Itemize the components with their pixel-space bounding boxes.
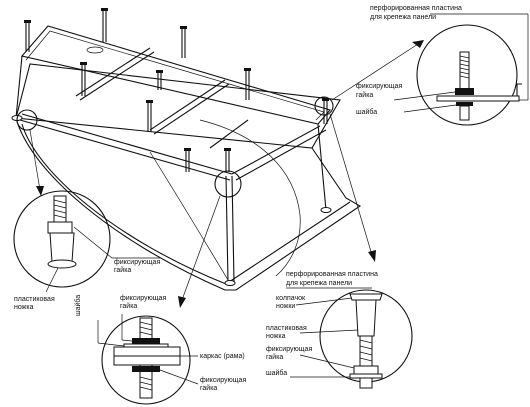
frame-rama [11, 25, 332, 286]
detail-top-right [393, 13, 529, 126]
label-topright-plate-2: для крепежа панели [370, 14, 436, 21]
label-right-nut-2: гайка [266, 353, 283, 361]
label-right-leg-1: пластиковая [266, 325, 307, 332]
threaded-studs [24, 8, 329, 172]
label-right-nut-1: фиксирующая [266, 346, 312, 353]
detail-right-cap-leg [286, 287, 413, 389]
detail-callout-markers [16, 40, 424, 308]
label-left-leg-2: ножка [14, 304, 34, 311]
label-right-plate-1: перфорированная пластина [286, 271, 378, 278]
label-right-washer: шайба [266, 369, 287, 377]
label-right-cap-1: колпачок [276, 295, 306, 302]
label-right-cap-2: ножки [276, 303, 295, 310]
label-mid-washer: шайба [74, 295, 82, 316]
label-mid-nut-2: гайка [120, 302, 137, 310]
label-left-leg-1: пластиковая [14, 296, 55, 303]
label-left-nut-2: гайка [114, 266, 131, 274]
detail-middle-frame [97, 314, 199, 405]
label-mid-nut-1: фиксирующая [120, 295, 166, 302]
annotation-labels: перфорированная пластина для крепежа пан… [14, 5, 462, 392]
label-topright-nut-1: фиксирующая [356, 83, 402, 90]
label-mid-nut-bottom-1: фиксирующая [200, 377, 246, 384]
bathtub-body [15, 46, 362, 291]
label-right-plate-2: для крепежа панели [286, 280, 352, 287]
label-topright-washer: шайба [356, 108, 377, 116]
label-topright-plate-1: перфорированная пластина [370, 5, 462, 12]
label-topright-nut-2: гайка [356, 91, 373, 99]
label-left-nut-1: фиксирующая [114, 259, 160, 266]
label-mid-frame: каркас (рама) [200, 353, 245, 360]
detail-left-leg [13, 190, 160, 293]
label-right-leg-2: ножка [266, 333, 286, 340]
label-mid-nut-bottom-2: гайка [200, 384, 217, 392]
